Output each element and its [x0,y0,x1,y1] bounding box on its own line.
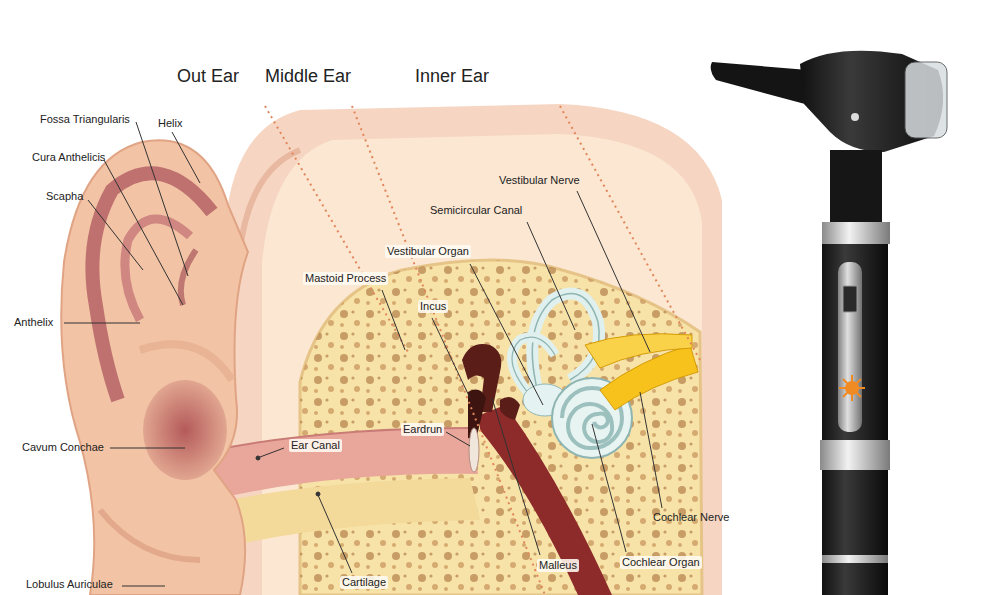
leader-line [432,318,470,398]
otoscope [843,286,857,312]
ossicles [500,397,520,420]
leader-line [122,586,165,587]
part-label: Mastoid Process [303,272,388,285]
part-label: Cochlear Nerve [653,511,729,524]
leader-line [136,122,188,276]
part-label: Helix [158,117,182,130]
leader-line [470,264,543,405]
region-divider [265,106,408,352]
otoscope [839,375,865,401]
part-label: Semicircular Canal [430,204,522,217]
part-label: Cura Anthelicis [32,151,105,164]
part-label: Vestibular Nerve [499,174,580,187]
ossicles [469,428,479,472]
auricle [140,344,232,380]
region-heading: Out Ear [177,66,239,88]
leader-line [172,132,200,183]
part-label: Vestibular Organ [385,245,471,258]
part-label: Cartilage [340,576,388,589]
leader-line [110,448,185,449]
leader-line [256,456,260,460]
auricle [181,250,196,305]
otoscope [820,440,890,470]
leader-line [104,160,183,305]
region-divider [560,106,700,360]
leader-line [88,200,143,270]
leader-line [318,495,352,573]
head-tissue [225,104,722,595]
auricle [61,140,248,595]
leader-line [577,191,650,352]
part-label: Malleus [537,559,579,572]
ear-canal [205,428,478,500]
part-label: Fossa Triangularis [40,113,130,126]
otoscope [822,222,890,244]
auricle [143,380,227,480]
leader-line [592,424,626,552]
ear-canal [205,428,478,500]
leader-line [316,492,320,496]
leader-line [527,222,575,330]
temporal-bone [300,260,702,595]
otoscope [822,555,888,563]
leader-line [64,323,140,324]
part-label: Cochlear Organ [620,556,702,569]
leader-line [446,432,470,446]
auricle [61,140,248,595]
leader-line [382,290,405,350]
temporal-bone [300,260,702,595]
otoscope [830,150,882,222]
auditory-nerve [585,334,692,368]
head-tissue [240,150,300,250]
region-heading: Inner Ear [415,66,489,88]
leader-line [640,392,662,508]
leader-line [64,122,662,586]
otoscope [843,379,861,397]
region-heading: Middle Ear [265,66,351,88]
region-divider [265,106,700,595]
part-label: Scapha [46,190,83,203]
otoscope [822,244,888,595]
leader-line [260,448,284,457]
otoscope [851,113,859,121]
otoscope [838,262,862,432]
otoscope [711,62,808,104]
auricle [92,173,212,400]
part-label: Cavum Conchae [22,441,104,454]
part-label: Ear Canal [289,439,342,452]
otoscope [843,379,861,397]
auricle [100,510,200,560]
leader-line [492,398,540,555]
part-label: Incus [418,300,448,313]
part-label: Lobulus Auriculae [26,578,113,591]
part-label: Eardrun [401,423,444,436]
otoscope [905,62,947,138]
head-tissue [225,104,722,595]
otoscope [711,51,947,595]
part-label: Anthelix [14,316,53,329]
